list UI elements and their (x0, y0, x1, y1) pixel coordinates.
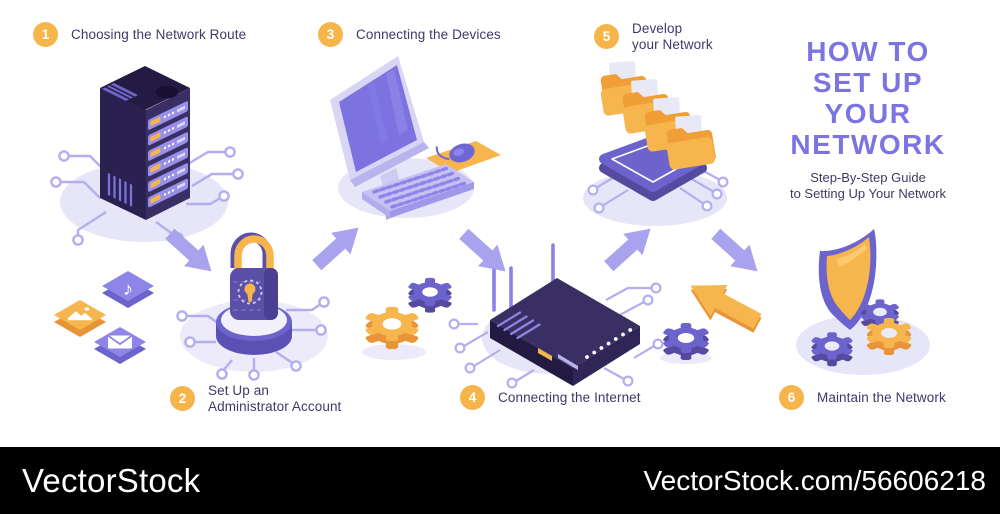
purple-gear-icon (407, 277, 453, 313)
keyboard (362, 164, 474, 218)
step-3-badge: 3 (318, 22, 343, 47)
step-3-text: Connecting the Devices (356, 26, 501, 42)
music-tile: ♪ (102, 271, 154, 308)
vectorstock-logo: VectorStock (22, 461, 201, 499)
server-tower (100, 66, 190, 220)
padlock (230, 232, 278, 320)
step-5-text: Develop (632, 21, 683, 36)
title-block: HOW TO SET UP YOUR NETWORK Step-By-Step … (756, 36, 980, 202)
purple-gear-icon (662, 323, 710, 360)
purple-gear-icon (860, 299, 900, 331)
step-2-badge: 2 (170, 386, 195, 411)
step-3-label: 3 Connecting the Devices (318, 22, 501, 47)
step-1-label: 1 Choosing the Network Route (33, 22, 246, 47)
step-4-badge: 4 (460, 385, 485, 410)
shield-gears-illustration (796, 229, 930, 375)
step-1-badge: 1 (33, 22, 58, 47)
server-rack-illustration (50, 66, 244, 246)
wifi-router-illustration (448, 243, 664, 389)
purple-gear-icon (810, 332, 854, 367)
flow-arrow-4-to-5 (599, 219, 661, 277)
flow-arrow-1-to-2 (160, 224, 222, 282)
circuit-nodes (587, 176, 729, 214)
padlock-illustration (176, 232, 330, 381)
folder-icon (666, 115, 716, 170)
step-4-text: Connecting the Internet (498, 389, 641, 405)
orange-gear-icon (364, 306, 420, 350)
flow-arrow-2-to-3 (307, 218, 369, 276)
keyhole-ring (237, 279, 263, 305)
folders (600, 61, 716, 170)
circuit-nodes (176, 296, 330, 381)
watermark-bar: VectorStock VectorStock.com/56606218 (0, 447, 1000, 514)
music-note-icon: ♪ (122, 280, 133, 300)
page-title: HOW TO SET UP YOUR NETWORK (790, 36, 946, 160)
keyhole-icon (244, 283, 256, 295)
folder-stack-illustration (583, 61, 729, 226)
page-subtitle: Step-By-Step Guide to Setting Up Your Ne… (789, 170, 947, 201)
photo-tile (54, 300, 106, 337)
gears-pair-illustration (362, 277, 453, 360)
step-6-badge: 6 (779, 385, 804, 410)
circuit-nodes (448, 282, 664, 389)
server-slats (148, 101, 188, 208)
vectorstock-url: VectorStock.com/56606218 (643, 464, 986, 496)
app-tiles-illustration: ♪ (54, 271, 154, 364)
upgrade-arrow-illustration (660, 270, 766, 364)
step-2-text: Set Up an (208, 383, 269, 398)
router-body (490, 278, 640, 386)
step-1-text: Choosing the Network Route (71, 26, 247, 42)
mail-tile (94, 327, 146, 364)
step-6-label: 6 Maintain the Network (779, 385, 946, 410)
step-5-badge: 5 (594, 24, 619, 49)
circuit-traces (458, 286, 655, 382)
mouse (435, 143, 475, 163)
flow-arrow-3-to-4 (454, 224, 516, 282)
step-6-text: Maintain the Network (817, 389, 946, 405)
shield-icon (818, 229, 877, 330)
flow-arrow-5-to-6 (706, 224, 768, 282)
step-4-label: 4 Connecting the Internet (460, 385, 641, 410)
orange-gear-icon (865, 318, 913, 355)
desktop-computer-illustration (330, 56, 501, 220)
